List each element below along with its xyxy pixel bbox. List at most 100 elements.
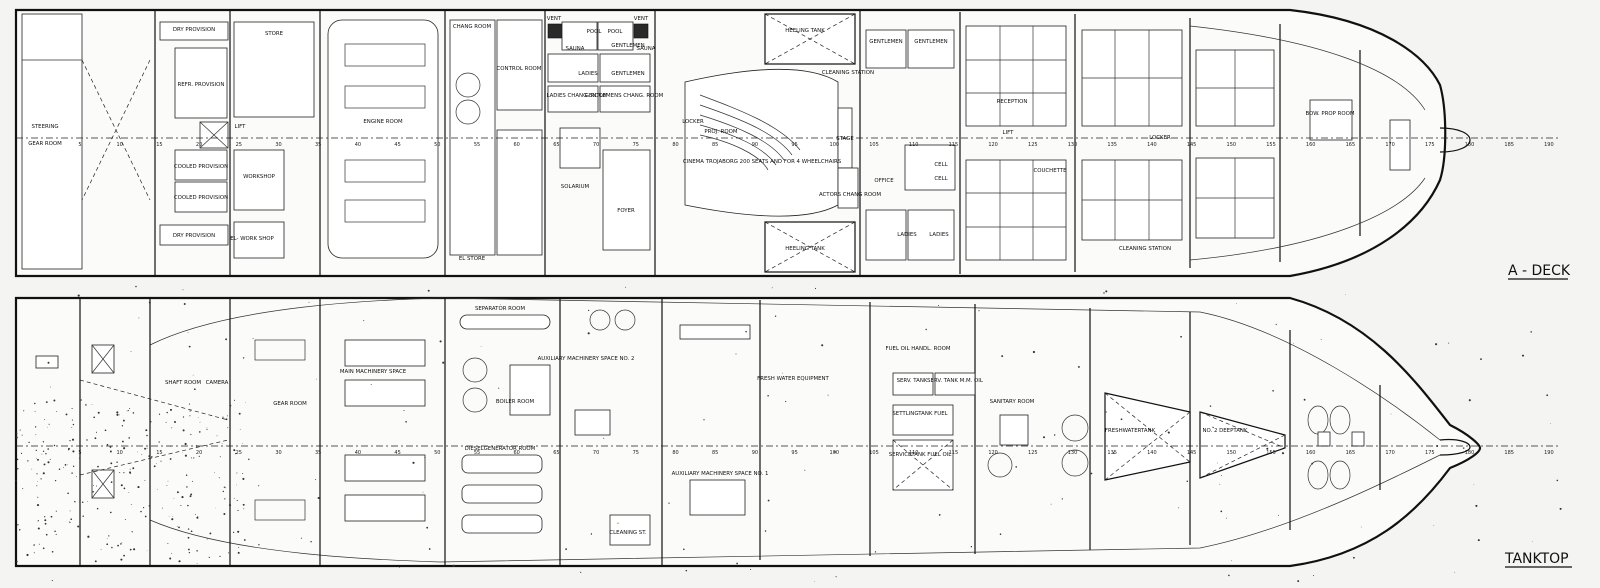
noise-dot [71, 472, 73, 474]
noise-dot [128, 492, 130, 493]
tanktop-frame-45: 45 [394, 450, 400, 456]
noise-dot [194, 513, 196, 515]
tanktop-frame-5: 5 [78, 450, 81, 456]
noise-dot [15, 479, 17, 482]
noise-dot [229, 404, 232, 407]
noise-dot [15, 436, 18, 439]
noise-dot [1053, 434, 1056, 436]
noise-dot [938, 304, 940, 307]
noise-dot [405, 420, 407, 423]
a-deck-frame-170: 170 [1385, 142, 1395, 148]
a-deck-frame-175: 175 [1425, 142, 1435, 148]
noise-dot [131, 531, 133, 533]
noise-dot [189, 495, 192, 498]
noise-dot [93, 484, 94, 486]
room-workshop: WORKSHOP [243, 174, 276, 180]
noise-dot [69, 521, 71, 523]
noise-dot [1435, 343, 1438, 346]
noise-dot [120, 558, 123, 561]
noise-dot [233, 399, 236, 401]
noise-dot [198, 455, 200, 457]
room-vent-2: VENT [634, 16, 649, 22]
noise-dot [158, 441, 160, 443]
noise-dot [188, 551, 191, 554]
noise-dot [37, 520, 40, 522]
noise-dot [129, 472, 132, 474]
a-deck-frame-35: 35 [315, 142, 321, 148]
a-deck-frame-60: 60 [514, 142, 520, 148]
tanktop-title: TANKTOP [1504, 551, 1569, 567]
room-freshwatertank: FRESHWATERTANK [1105, 428, 1156, 434]
noise-dot [241, 443, 243, 445]
noise-dot [452, 564, 455, 567]
noise-dot [1475, 504, 1478, 507]
noise-dot [106, 538, 108, 540]
noise-dot [41, 453, 43, 455]
noise-dot [1216, 462, 1218, 464]
a-deck-bulkheads [154, 10, 1361, 276]
noise-dot [227, 427, 229, 429]
a-deck-frame-45: 45 [394, 142, 400, 148]
noise-dot [44, 516, 46, 518]
noise-dot [189, 410, 191, 412]
noise-dot [173, 497, 175, 499]
noise-dot [767, 499, 770, 502]
noise-dot [785, 400, 787, 403]
room-gentlemen-1: GENTLEMEN [611, 71, 644, 77]
room-store: STORE [265, 31, 284, 37]
noise-dot [821, 344, 824, 347]
tanktop-frame-65: 65 [553, 450, 559, 456]
noise-dot [129, 408, 131, 410]
noise-dot [214, 472, 216, 474]
noise-dot [1345, 293, 1346, 295]
noise-dot [15, 432, 18, 435]
noise-dot [195, 445, 198, 447]
noise-dot [176, 491, 179, 494]
noise-dot [178, 560, 181, 563]
noise-dot [412, 461, 415, 464]
room-heeling-tank-bottom: HEELING TANK [785, 246, 825, 252]
room-office: OFFICE [874, 178, 894, 184]
noise-dot [1061, 498, 1063, 500]
noise-dot [422, 491, 424, 493]
noise-dot [167, 480, 169, 482]
noise-dot [223, 513, 226, 515]
tanktop-frame-145: 145 [1187, 450, 1197, 456]
room-control-room: CONTROL ROOM [497, 66, 542, 72]
noise-dot [47, 461, 50, 464]
tanktop-frame-135: 135 [1107, 450, 1117, 456]
noise-dot [70, 518, 73, 521]
noise-dot [182, 416, 185, 418]
tanktop-frame-20: 20 [196, 450, 202, 456]
noise-dot [238, 546, 240, 548]
noise-dot [137, 451, 138, 453]
noise-dot [1480, 358, 1482, 360]
noise-dot [71, 438, 75, 441]
noise-dot [50, 386, 51, 388]
tanktop-frame-30: 30 [275, 450, 281, 456]
noise-dot [72, 450, 75, 453]
noise-dot [127, 410, 129, 412]
room-dry-provision-bottom: DRY PROVISION [173, 233, 215, 239]
tanktop-frame-185: 185 [1504, 450, 1514, 456]
room-pool-2: POOL [608, 29, 623, 35]
tanktop-frame-130: 130 [1068, 450, 1078, 456]
room-serv-tank-mdo: SERV. TANK M.M. OIL [927, 378, 983, 384]
tanktop-frame-140: 140 [1147, 450, 1157, 456]
noise-dot [100, 548, 102, 550]
tanktop-frame-15: 15 [156, 450, 162, 456]
room-vent-1: VENT [547, 16, 562, 22]
noise-dot [232, 531, 235, 534]
noise-dot [237, 509, 239, 512]
room-cell-2: CELL [934, 176, 947, 182]
noise-dot [1293, 342, 1295, 344]
noise-dot [132, 467, 135, 470]
noise-dot [123, 472, 125, 474]
noise-dot [317, 496, 320, 500]
noise-dot [93, 416, 96, 419]
noise-dot [703, 419, 705, 421]
noise-dot [1550, 423, 1551, 424]
noise-dot [47, 426, 48, 428]
noise-dot [168, 515, 170, 517]
diesel-generators [461, 454, 543, 534]
